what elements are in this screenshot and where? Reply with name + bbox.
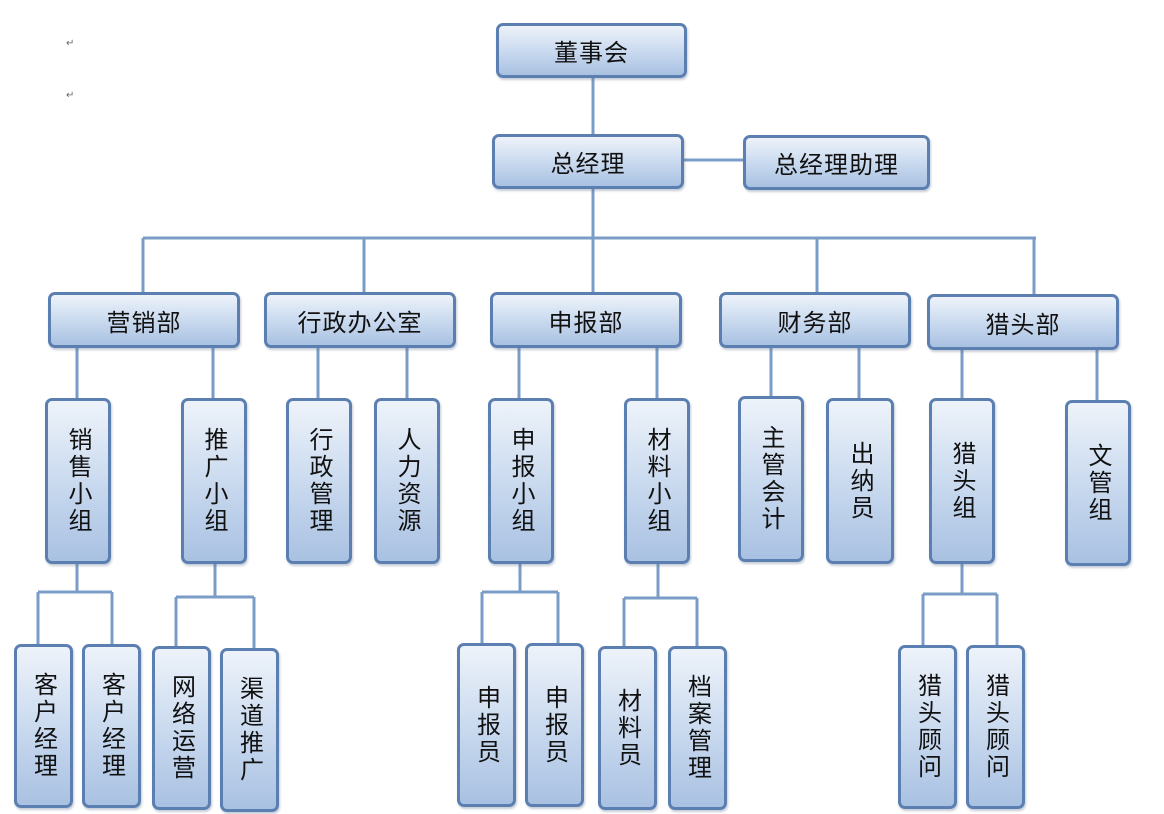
node-cashier: 出纳员 — [826, 398, 894, 564]
node-finance-dept: 财务部 — [719, 292, 911, 348]
node-label: 人力资源 — [393, 427, 421, 535]
node-label: 客户经理 — [29, 672, 58, 780]
node-label: 总经理 — [550, 150, 626, 178]
node-label: 营销部 — [106, 308, 182, 337]
node-headhunt-consultant-2: 猎头顾问 — [966, 645, 1025, 809]
paragraph-mark-icon: ↵ — [66, 90, 75, 101]
node-general-manager: 总经理 — [492, 134, 684, 189]
node-label: 行政管理 — [305, 427, 333, 535]
node-general-manager-assistant: 总经理助理 — [743, 135, 930, 190]
node-label: 申报员 — [540, 684, 569, 766]
node-chief-accountant: 主管会计 — [738, 396, 804, 562]
node-label: 猎头组 — [948, 440, 976, 522]
paragraph-mark-icon: ↵ — [66, 38, 75, 49]
node-online-ops: 网络运营 — [152, 646, 211, 810]
node-label: 猎头顾问 — [913, 673, 942, 781]
node-declare-dept: 申报部 — [490, 292, 682, 348]
node-doc-group: 文管组 — [1065, 400, 1131, 566]
node-label: 材料小组 — [643, 427, 671, 535]
node-label: 销售小组 — [64, 427, 92, 535]
node-channel-promo: 渠道推广 — [220, 648, 279, 812]
node-promo-group: 推广小组 — [181, 398, 247, 564]
node-label: 客户经理 — [97, 672, 126, 780]
node-account-manager-1: 客户经理 — [14, 644, 73, 808]
node-sales-group: 销售小组 — [45, 398, 111, 564]
node-board: 董事会 — [496, 23, 687, 78]
node-label: 总经理助理 — [774, 151, 899, 179]
node-declarer-1: 申报员 — [457, 643, 516, 807]
node-label: 猎头顾问 — [981, 673, 1010, 781]
node-sales-dept: 营销部 — [48, 292, 240, 348]
node-label: 材料员 — [613, 687, 642, 769]
node-label: 财务部 — [777, 308, 853, 337]
node-headhunt-dept: 猎头部 — [927, 294, 1119, 350]
node-admin-mgmt: 行政管理 — [286, 398, 352, 564]
node-admin-office: 行政办公室 — [264, 292, 456, 348]
node-account-manager-2: 客户经理 — [82, 644, 141, 808]
node-label: 出纳员 — [846, 440, 874, 522]
node-archive-mgmt: 档案管理 — [668, 646, 727, 810]
node-label: 档案管理 — [683, 674, 712, 782]
node-declarer-2: 申报员 — [525, 643, 584, 807]
node-label: 网络运营 — [167, 674, 196, 782]
node-headhunt-consultant-1: 猎头顾问 — [898, 645, 957, 809]
node-material-clerk: 材料员 — [598, 646, 657, 810]
node-label: 申报部 — [548, 308, 624, 337]
node-label: 猎头部 — [985, 310, 1061, 339]
node-label: 主管会计 — [757, 425, 785, 533]
node-declare-group: 申报小组 — [488, 398, 554, 564]
node-label: 董事会 — [554, 39, 629, 67]
node-label: 行政办公室 — [297, 308, 423, 337]
node-label: 渠道推广 — [235, 676, 264, 784]
node-label: 文管组 — [1084, 442, 1112, 524]
node-hr: 人力资源 — [374, 398, 440, 564]
node-headhunt-group: 猎头组 — [929, 398, 995, 564]
node-label: 推广小组 — [200, 427, 228, 535]
node-label: 申报小组 — [507, 427, 535, 535]
node-material-group: 材料小组 — [624, 398, 690, 564]
node-label: 申报员 — [472, 684, 501, 766]
